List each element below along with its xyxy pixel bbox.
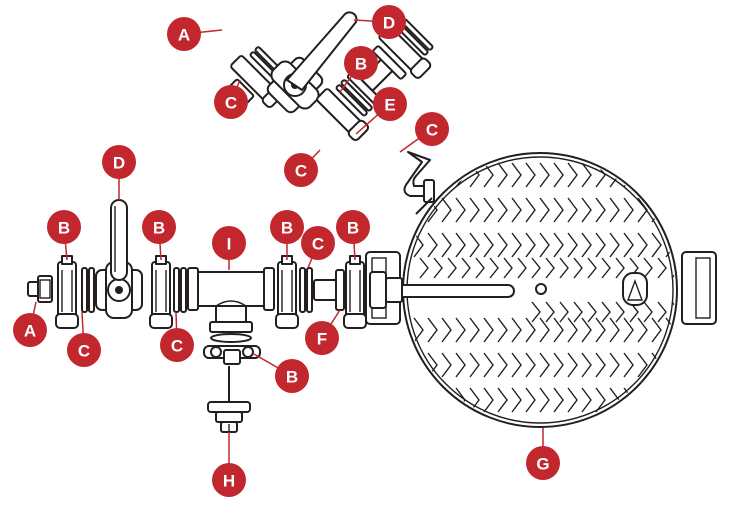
gasket-c4 bbox=[299, 267, 313, 313]
callout-circle bbox=[102, 145, 136, 179]
callout-letter: A bbox=[178, 26, 190, 45]
gasket-c-upper-right bbox=[396, 18, 434, 56]
callout-badge: A bbox=[13, 313, 47, 347]
callout-badge: G bbox=[526, 446, 560, 480]
callout-letter: D bbox=[383, 14, 395, 33]
callout-circle bbox=[305, 321, 339, 355]
callout-letter: F bbox=[317, 330, 327, 349]
gasket-c2 bbox=[173, 267, 187, 313]
callout-letter: G bbox=[536, 455, 549, 474]
callout-letter: C bbox=[171, 337, 183, 356]
fitting-b4 bbox=[343, 255, 367, 329]
callout-circle bbox=[270, 210, 304, 244]
callout-badge: B bbox=[336, 210, 370, 244]
callout-letter: C bbox=[225, 94, 237, 113]
valve-handle-d1 bbox=[110, 199, 128, 281]
callout-badge: C bbox=[160, 328, 194, 362]
hose-barb-a-left bbox=[27, 275, 53, 303]
callout-circle bbox=[47, 210, 81, 244]
callout-letter: E bbox=[384, 96, 395, 115]
callout-badge: B bbox=[47, 210, 81, 244]
callout-circle bbox=[284, 153, 318, 187]
callout-badge: C bbox=[67, 333, 101, 367]
callout-circle bbox=[526, 446, 560, 480]
fitting-b3 bbox=[275, 255, 299, 329]
horizontal-assembly bbox=[27, 199, 403, 343]
callout-badge: I bbox=[212, 226, 246, 260]
ball-valve-d1 bbox=[95, 199, 143, 319]
gasket-c3-lower bbox=[210, 333, 252, 343]
callout-circle bbox=[212, 226, 246, 260]
callout-letter: I bbox=[227, 235, 232, 254]
callout-circle bbox=[301, 226, 335, 260]
callout-circle bbox=[160, 328, 194, 362]
callout-letter: C bbox=[312, 235, 324, 254]
elbow-inlet bbox=[403, 151, 435, 215]
drain-valve-h bbox=[207, 366, 251, 433]
callout-badge: E bbox=[373, 87, 407, 121]
bulkhead bbox=[369, 271, 403, 309]
callout-badge: D bbox=[372, 5, 406, 39]
callout-badge: D bbox=[102, 145, 136, 179]
callout-circle bbox=[212, 463, 246, 497]
callout-badge: F bbox=[305, 321, 339, 355]
dip-tube bbox=[401, 284, 515, 298]
gasket-c-mid bbox=[335, 79, 373, 117]
callout-badge: C bbox=[415, 112, 449, 146]
callout-badge: B bbox=[142, 210, 176, 244]
upper-assembly-2 bbox=[316, 18, 434, 142]
callout-letter: D bbox=[113, 154, 125, 173]
callout-letter: C bbox=[78, 342, 90, 361]
callout-circle bbox=[415, 112, 449, 146]
callout-circle bbox=[275, 359, 309, 393]
callout-letter: B bbox=[286, 368, 298, 387]
callout-letter: B bbox=[355, 55, 367, 74]
callout-circle bbox=[344, 46, 378, 80]
lower-drain-assembly bbox=[203, 345, 261, 433]
spool-f bbox=[313, 269, 345, 311]
callout-letter: H bbox=[223, 472, 235, 491]
callout-badge: H bbox=[212, 463, 246, 497]
clamp-b-lower bbox=[203, 345, 261, 365]
callout-letter: B bbox=[58, 219, 70, 238]
callout-badge: A bbox=[167, 17, 201, 51]
callout-letter: B bbox=[153, 219, 165, 238]
callout-badge: B bbox=[344, 46, 378, 80]
vessel-g bbox=[365, 152, 717, 428]
callout-circle bbox=[13, 313, 47, 347]
callout-circle bbox=[372, 5, 406, 39]
callout-badge: C bbox=[284, 153, 318, 187]
callout-circle bbox=[142, 210, 176, 244]
center-pin bbox=[535, 283, 547, 295]
callout-badge: C bbox=[301, 226, 335, 260]
callout-letter: B bbox=[281, 219, 293, 238]
callout-circle bbox=[167, 17, 201, 51]
right-handle bbox=[681, 251, 717, 325]
callout-letter: A bbox=[24, 322, 36, 341]
callout-circle bbox=[336, 210, 370, 244]
fitting-b-mid bbox=[316, 88, 370, 142]
ball-valve-d-top bbox=[266, 11, 358, 114]
callout-circle bbox=[214, 85, 248, 119]
fitting-b2 bbox=[149, 255, 173, 329]
callout-letter: B bbox=[347, 219, 359, 238]
tee-i bbox=[187, 267, 275, 333]
callout-badge: B bbox=[275, 359, 309, 393]
callout-letter: C bbox=[426, 121, 438, 140]
callout-circle bbox=[67, 333, 101, 367]
valve-handle-d-top bbox=[286, 11, 358, 91]
callout-circle bbox=[373, 87, 407, 121]
fitting-b1 bbox=[55, 255, 79, 329]
callout-letter: C bbox=[295, 162, 307, 181]
callout-badge: B bbox=[270, 210, 304, 244]
callout-badge: C bbox=[214, 85, 248, 119]
gasket-c1 bbox=[81, 267, 95, 313]
